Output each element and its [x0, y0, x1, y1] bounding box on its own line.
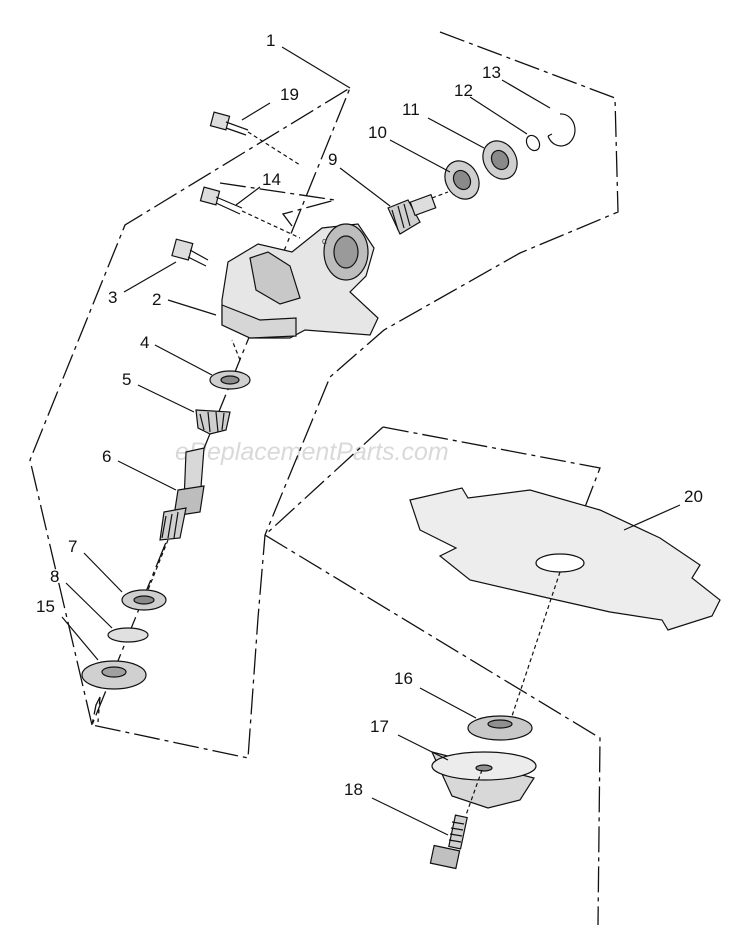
callout-4: 4: [140, 333, 149, 352]
gear-case-2: C: [221, 223, 379, 339]
bearing-11: [482, 140, 518, 180]
washer-8: [107, 627, 149, 643]
callout-19: 19: [280, 85, 299, 104]
callout-12: 12: [454, 81, 473, 100]
callout-1: 1: [266, 31, 275, 50]
bolt-18: [429, 814, 468, 870]
snap-ring-13: [547, 113, 576, 147]
pinion-gear-9: [387, 191, 449, 235]
gear-case-assembly-outline: [29, 31, 619, 759]
bearing-10: [444, 160, 480, 200]
blade-assembly-outline: [263, 426, 601, 926]
callout-3: 3: [108, 288, 117, 307]
cup-17: [430, 751, 537, 816]
bearing-7: [121, 589, 167, 611]
holder-15: [81, 660, 147, 690]
bevel-gear-5: [195, 409, 231, 435]
callout-8: 8: [50, 567, 59, 586]
watermark-text: eReplacementParts.com: [175, 438, 449, 466]
bolt-19: [209, 111, 301, 166]
callout-6: 6: [102, 447, 111, 466]
callout-5: 5: [122, 370, 131, 389]
leader-lines: [61, 46, 681, 836]
callout-16: 16: [394, 669, 413, 688]
callout-2: 2: [152, 290, 161, 309]
callout-18: 18: [344, 780, 363, 799]
shaft-axis-line: [219, 182, 336, 227]
drive-shaft-6: [147, 447, 205, 591]
callout-11: 11: [402, 100, 420, 119]
washer-12: [525, 134, 541, 152]
callout-13: 13: [482, 63, 501, 82]
callout-10: 10: [368, 123, 387, 142]
callout-15: 15: [36, 597, 55, 616]
callout-7: 7: [68, 537, 77, 556]
callout-14: 14: [262, 170, 281, 189]
callout-17: 17: [370, 717, 389, 736]
bolt-3: [171, 238, 209, 267]
washer-16: [467, 715, 533, 741]
callout-9: 9: [328, 150, 337, 169]
blade-20: [409, 487, 721, 717]
callout-20: 20: [684, 487, 703, 506]
svg-text:C: C: [322, 239, 327, 246]
bolt-14: [199, 186, 301, 239]
bearing-4: [209, 339, 251, 390]
